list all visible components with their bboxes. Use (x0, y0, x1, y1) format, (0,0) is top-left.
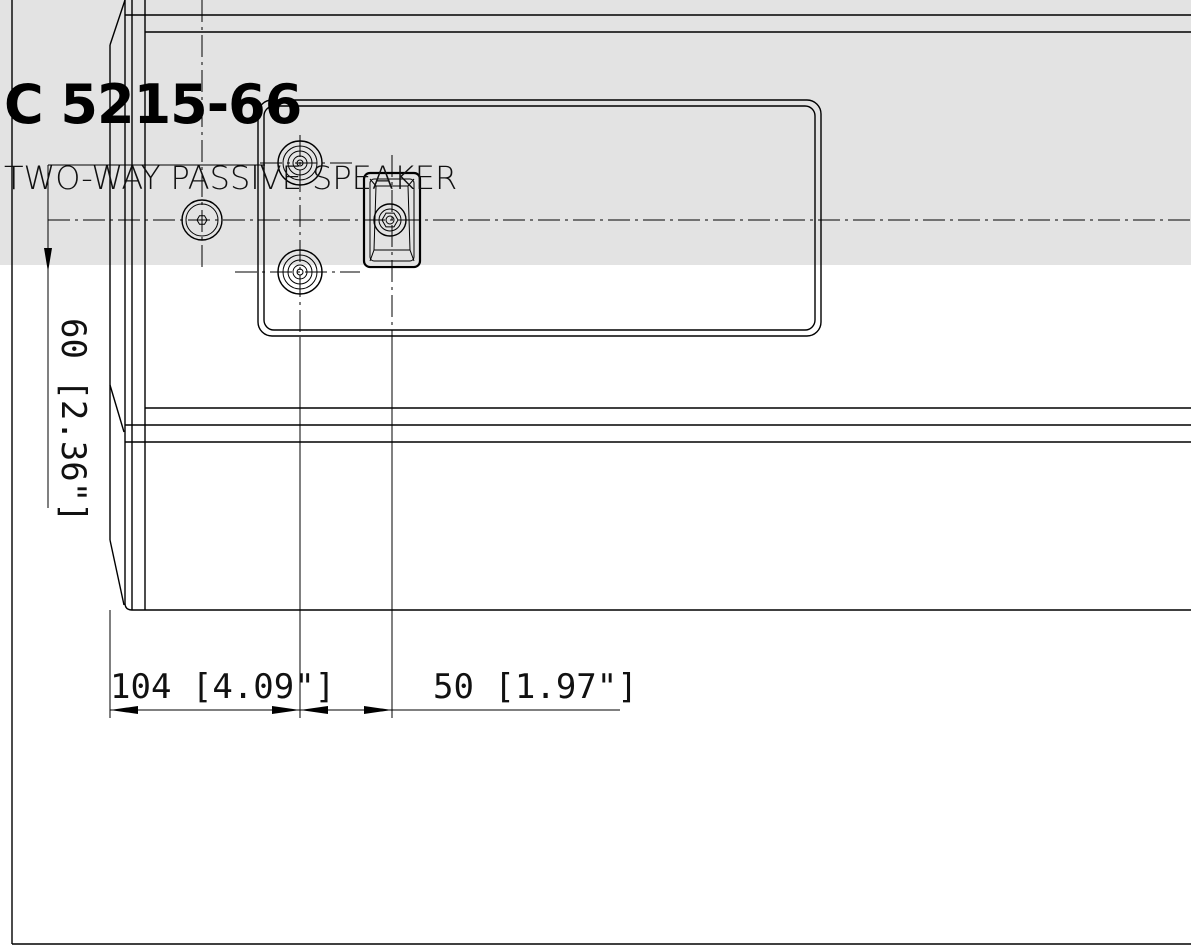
mounting-screw (181, 199, 223, 241)
header-band (0, 0, 1191, 265)
cabinet-outline (109, 0, 1191, 611)
sheet-border (11, 0, 1191, 945)
bracket-connector (362, 171, 422, 269)
binding-post-upper (277, 140, 323, 186)
terminal-plate (257, 99, 822, 337)
dimension-left-label: 104 [4.09"] (110, 667, 335, 707)
binding-post-lower (277, 249, 323, 295)
dimension-right-label: 50 [1.97"] (433, 667, 638, 707)
product-description: TWO-WAY PASSIVE SPEAKER (4, 159, 458, 197)
horizontal-dimension (109, 340, 620, 718)
dimension-vertical-label: 60 [2.36"] (53, 318, 93, 523)
vertical-dimension (44, 164, 265, 508)
product-model-title: C 5215-66 (4, 73, 302, 136)
